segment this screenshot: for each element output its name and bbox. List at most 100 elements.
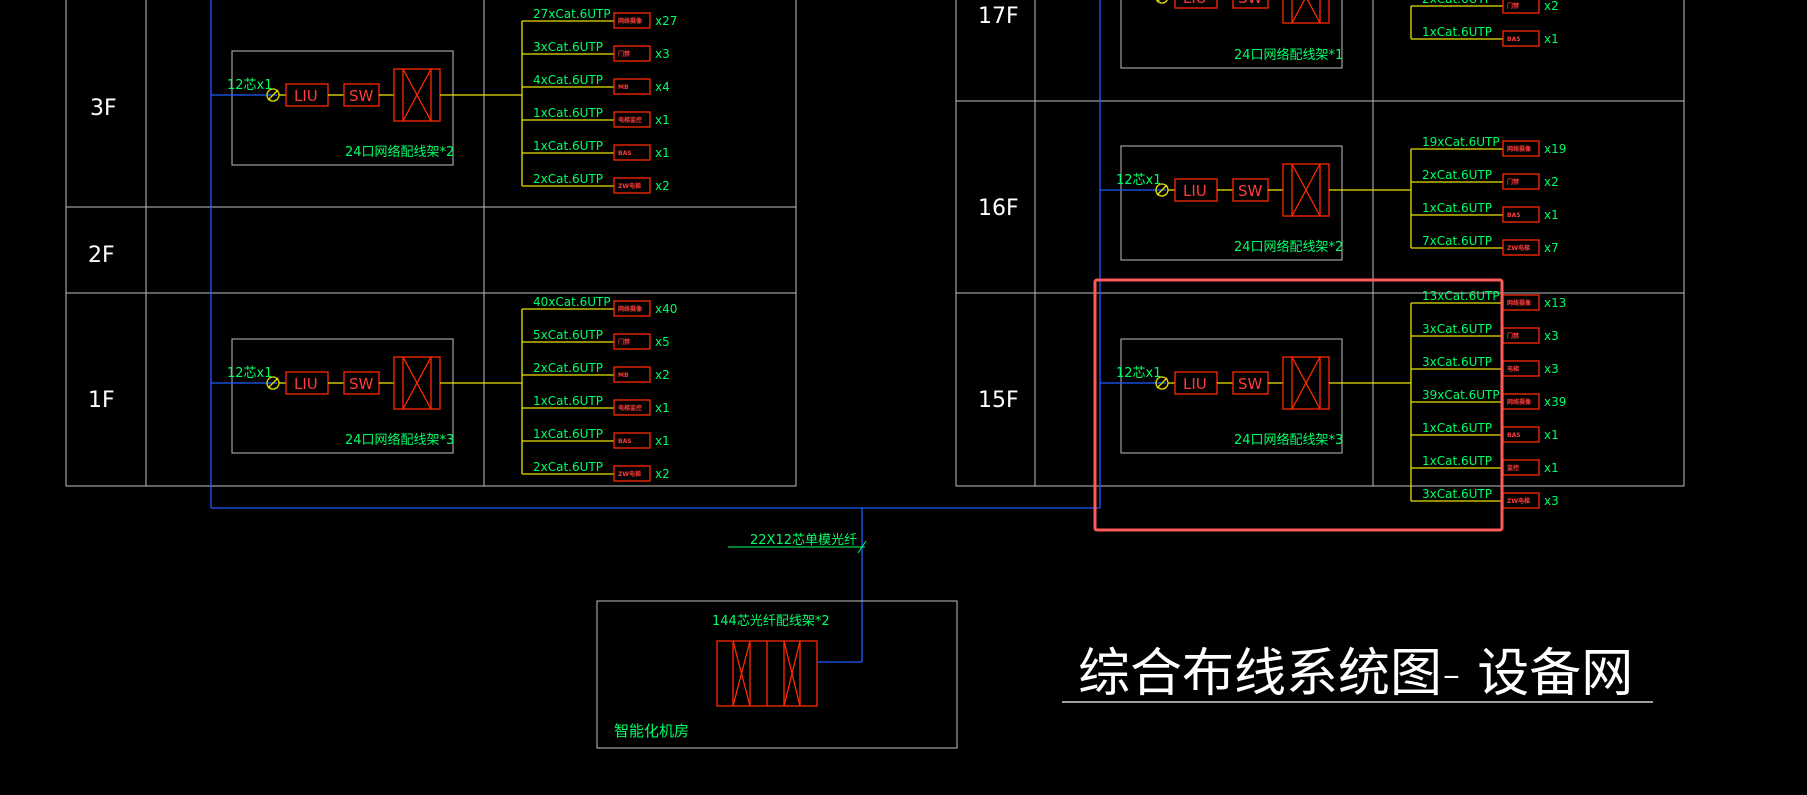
liu-label: LIU bbox=[294, 87, 318, 105]
outlet-device-box bbox=[613, 432, 651, 449]
rack-label: 24口网络配线架*1 bbox=[1234, 47, 1343, 63]
outlet-row: 2xCat.6UTP 门禁 x2 bbox=[1411, 168, 1559, 190]
outlet-device-label: BAS bbox=[1507, 212, 1521, 219]
outlet-device-label: 门禁 bbox=[618, 50, 630, 58]
splice-icon bbox=[1156, 0, 1168, 4]
outlet-device-label: 门禁 bbox=[1507, 178, 1519, 186]
floor-label: 15F bbox=[978, 388, 1019, 413]
outlet-cable-label: 3xCat.6UTP bbox=[533, 40, 603, 54]
outlet-device-label: 门禁 bbox=[1507, 332, 1519, 340]
outlet-device-label: 门禁 bbox=[1507, 2, 1519, 10]
outlet-count: x2 bbox=[655, 467, 670, 481]
outlet-device-box bbox=[613, 45, 651, 62]
switch-label: SW bbox=[1238, 0, 1263, 7]
outlet-count: x7 bbox=[1544, 241, 1559, 255]
outlet-device-label: 网络摄像 bbox=[618, 305, 643, 313]
splice-icon-slash bbox=[267, 89, 279, 101]
outlet-cable-label: 1xCat.6UTP bbox=[533, 394, 603, 408]
liu-label: LIU bbox=[1183, 182, 1207, 200]
floor-label: 17F bbox=[978, 4, 1019, 29]
outlet-count: x3 bbox=[655, 47, 670, 61]
outlet-cable-label: 2xCat.6UTP bbox=[1422, 168, 1492, 182]
outlet-cable-label: 3xCat.6UTP bbox=[1422, 487, 1492, 501]
outlet-cable-label: 40xCat.6UTP bbox=[533, 295, 611, 309]
fiber-backbone bbox=[210, 0, 1101, 663]
outlet-cable-label: 1xCat.6UTP bbox=[533, 139, 603, 153]
outlet-count: x39 bbox=[1544, 395, 1566, 409]
patch-panel-cross bbox=[1306, 0, 1321, 24]
outlet-row: 3xCat.6UTP 门禁 x3 bbox=[522, 40, 670, 62]
rack-label: 24口网络配线架*3 bbox=[1234, 432, 1343, 448]
outlet-device-label: 网络摄像 bbox=[1507, 398, 1532, 406]
outlet-count: x2 bbox=[1544, 175, 1559, 189]
outlet-count: x5 bbox=[655, 335, 670, 349]
switch-label: SW bbox=[1238, 182, 1263, 200]
rack-label: 24口网络配线架*2 bbox=[1234, 239, 1343, 255]
outlet-cable-label: 2xCat.6UTP bbox=[533, 361, 603, 375]
splice-icon-slash bbox=[1156, 0, 1160, 3]
outlet-device-label: 网络摄像 bbox=[618, 17, 643, 25]
outlet-device-label: BAS bbox=[1507, 432, 1521, 439]
equipment-frame bbox=[231, 338, 454, 454]
outlet-device-label: 网络摄像 bbox=[1507, 145, 1532, 153]
outlet-count: x1 bbox=[655, 146, 670, 160]
outlet-row: 39xCat.6UTP 网络摄像 x39 bbox=[1411, 388, 1566, 410]
outlet-cable-label: 3xCat.6UTP bbox=[1422, 322, 1492, 336]
outlet-device-label: 监控 bbox=[1507, 464, 1519, 472]
backbone-label-text: 22X12芯单模光纤 bbox=[750, 533, 857, 548]
outlet-row: 2xCat.6UTP 门禁 x2 bbox=[1411, 0, 1559, 14]
outlet-device-label: 电梯 bbox=[1507, 365, 1519, 373]
outlet-device-box bbox=[613, 300, 651, 317]
outlet-cable-label: 27xCat.6UTP bbox=[533, 7, 611, 21]
right-building-grid bbox=[955, 0, 1685, 487]
outlet-cable-label: 1xCat.6UTP bbox=[1422, 454, 1492, 468]
patch-panel-cross bbox=[1291, 0, 1306, 24]
outlet-count: x2 bbox=[1544, 0, 1559, 13]
patch-panel-cross bbox=[1291, 356, 1321, 410]
title-text: 综合布线系统图- 设备网 bbox=[1078, 644, 1633, 704]
machine-room-rack-label: 144芯光纤配线架*2 bbox=[712, 614, 830, 629]
outlet-device-box bbox=[613, 399, 651, 416]
outlet-device-label: ZW电梯 bbox=[618, 182, 641, 190]
outlet-count: x13 bbox=[1544, 296, 1566, 310]
outlet-device-box bbox=[613, 465, 651, 482]
outlet-count: x2 bbox=[655, 179, 670, 193]
liu-label: LIU bbox=[1183, 0, 1207, 7]
fiber-core-count: 12芯x1 bbox=[227, 78, 273, 93]
outlet-cable-label: 5xCat.6UTP bbox=[533, 328, 603, 342]
outlet-count: x1 bbox=[1544, 208, 1559, 222]
outlet-count: x40 bbox=[655, 302, 677, 316]
machine-room: 144芯光纤配线架*2 智能化机房 bbox=[596, 600, 958, 749]
outlet-count: x1 bbox=[1544, 461, 1559, 475]
outlet-device-box bbox=[1502, 30, 1540, 47]
outlet-count: x1 bbox=[1544, 32, 1559, 46]
outlet-count: x1 bbox=[655, 113, 670, 127]
rack-label: 24口网络配线架*2 bbox=[345, 144, 454, 160]
outlet-device-label: MB bbox=[618, 372, 629, 379]
outlet-device-label: 电梯监控 bbox=[618, 404, 642, 412]
switch-box bbox=[1232, 0, 1269, 9]
patch-panel-cross bbox=[402, 356, 432, 410]
outlet-cable-label: 2xCat.6UTP bbox=[1422, 0, 1492, 6]
liu-box bbox=[1174, 0, 1218, 9]
outlet-device-label: ZW电梯 bbox=[618, 470, 641, 478]
outlet-count: x1 bbox=[655, 401, 670, 415]
outlet-cable-label: 13xCat.6UTP bbox=[1422, 289, 1500, 303]
equipment-frame bbox=[1120, 0, 1343, 69]
outlet-count: x1 bbox=[655, 434, 670, 448]
outlet-device-label: MB bbox=[618, 84, 629, 91]
floor-block-2f: 2F bbox=[88, 243, 115, 268]
floor-label: 1F bbox=[88, 388, 115, 413]
outlet-cable-label: 39xCat.6UTP bbox=[1422, 388, 1500, 402]
